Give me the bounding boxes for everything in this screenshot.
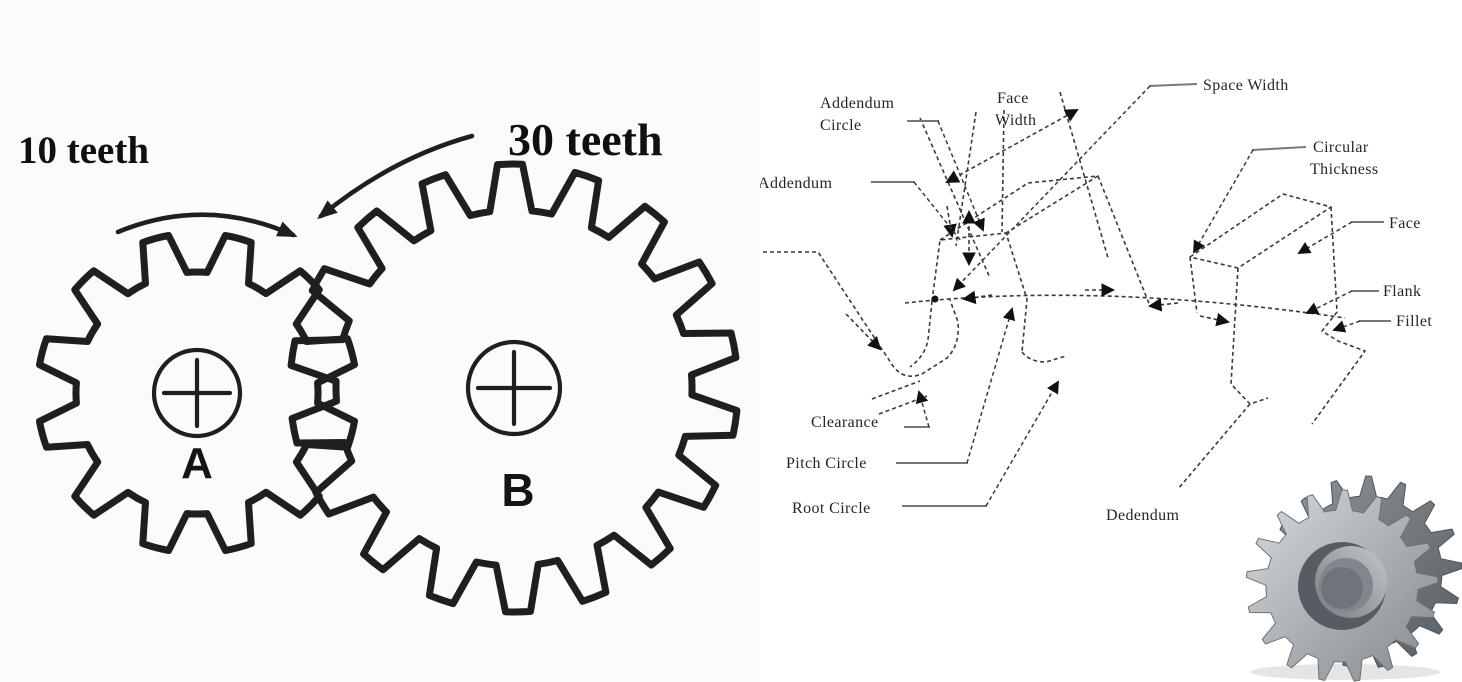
left-figure-background bbox=[0, 0, 760, 682]
rotation-arrow-gear-a bbox=[115, 212, 298, 238]
tooth-profile-sketch bbox=[763, 91, 1366, 490]
nomenclature-labels: Addendum Circle Face Width Space Width C… bbox=[760, 77, 1432, 524]
pitch-point-dot bbox=[931, 295, 939, 303]
label-face-width: Face bbox=[997, 90, 1029, 107]
gear-b-outline bbox=[287, 160, 741, 616]
spur-gear-photo bbox=[1245, 475, 1462, 682]
svg-text:Thickness: Thickness bbox=[1310, 161, 1378, 178]
label-clearance: Clearance bbox=[811, 414, 879, 431]
label-circular-thickness: Circular bbox=[1313, 139, 1369, 156]
label-space-width: Space Width bbox=[1203, 77, 1289, 94]
label-30-teeth: 30 teeth bbox=[508, 114, 663, 165]
gear-a-letter: A bbox=[181, 439, 213, 488]
svg-text:Width: Width bbox=[995, 112, 1036, 129]
label-face: Face bbox=[1389, 215, 1421, 232]
gear-nomenclature-diagram: Addendum Circle Face Width Space Width C… bbox=[760, 0, 1462, 682]
gear-a-outline bbox=[36, 232, 358, 554]
gear-b-letter: B bbox=[501, 464, 534, 516]
label-10-teeth: 10 teeth bbox=[18, 129, 149, 172]
rotation-arrow-gear-b bbox=[317, 133, 475, 220]
label-pitch-circle: Pitch Circle bbox=[786, 455, 867, 472]
label-dedendum: Dedendum bbox=[1106, 507, 1180, 524]
crosshair-icon bbox=[475, 349, 553, 427]
svg-text:Circle: Circle bbox=[820, 117, 862, 134]
label-fillet: Fillet bbox=[1396, 313, 1432, 330]
gear-photo-shadow bbox=[1250, 664, 1440, 680]
face-width-measure-arrow bbox=[945, 109, 1079, 183]
gear-a-hub bbox=[151, 347, 243, 439]
label-flank: Flank bbox=[1383, 283, 1421, 300]
meshing-gears-figure: 10 teeth 30 teeth A B bbox=[0, 0, 760, 682]
label-addendum: Addendum bbox=[760, 175, 832, 192]
crosshair-icon bbox=[161, 357, 233, 429]
leader-lines bbox=[871, 82, 1391, 507]
label-addendum-circle: Addendum bbox=[820, 95, 894, 112]
label-root-circle: Root Circle bbox=[792, 500, 871, 517]
gear-b-hub bbox=[465, 339, 563, 437]
